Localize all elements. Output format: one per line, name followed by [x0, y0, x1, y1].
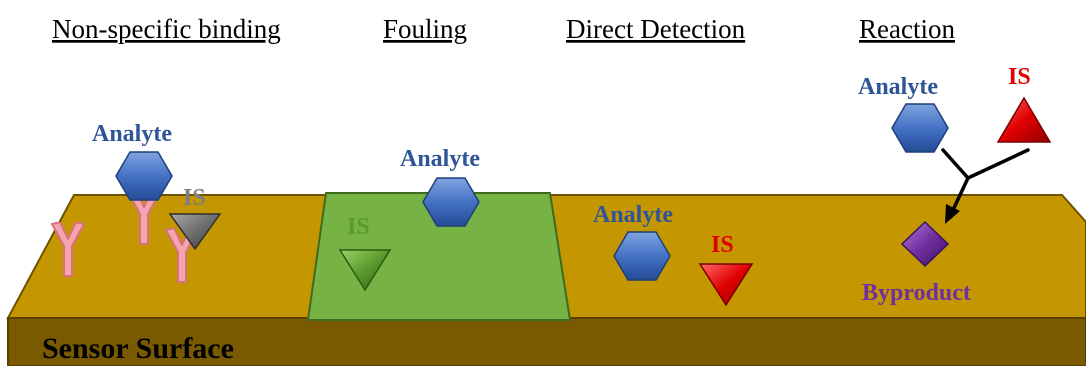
is-triangle-icon [698, 263, 754, 307]
is-label: IS [1008, 64, 1031, 90]
byproduct-label: Byproduct [862, 280, 971, 306]
is-triangle-icon [168, 213, 222, 251]
analyte-label: Analyte [593, 202, 673, 228]
heading-fouling: Fouling [383, 14, 467, 44]
is-triangle-icon [338, 249, 392, 292]
analyte-label: Analyte [400, 146, 480, 172]
heading-nonspecific-binding: Non-specific binding [52, 14, 281, 44]
sensor-surface-front [7, 317, 1086, 366]
analyte-hexagon-icon [422, 177, 480, 227]
analyte-hexagon-icon [613, 231, 671, 281]
is-triangle-icon [996, 96, 1052, 143]
is-label: IS [183, 185, 206, 211]
heading-direct-detection: Direct Detection [566, 14, 746, 44]
is-label: IS [711, 232, 734, 258]
analyte-hexagon-icon [115, 151, 173, 201]
sensor-surface-label: Sensor Surface [42, 332, 234, 365]
fouling-layer [306, 192, 572, 321]
is-label: IS [347, 214, 370, 240]
heading-reaction: Reaction [859, 14, 955, 44]
analyte-hexagon-icon [891, 103, 949, 153]
analyte-label: Analyte [858, 74, 938, 100]
reaction-arrow [941, 148, 1030, 212]
analyte-label: Analyte [92, 121, 172, 147]
arrow-head-icon [945, 204, 960, 224]
byproduct-diamond-icon [900, 220, 950, 268]
